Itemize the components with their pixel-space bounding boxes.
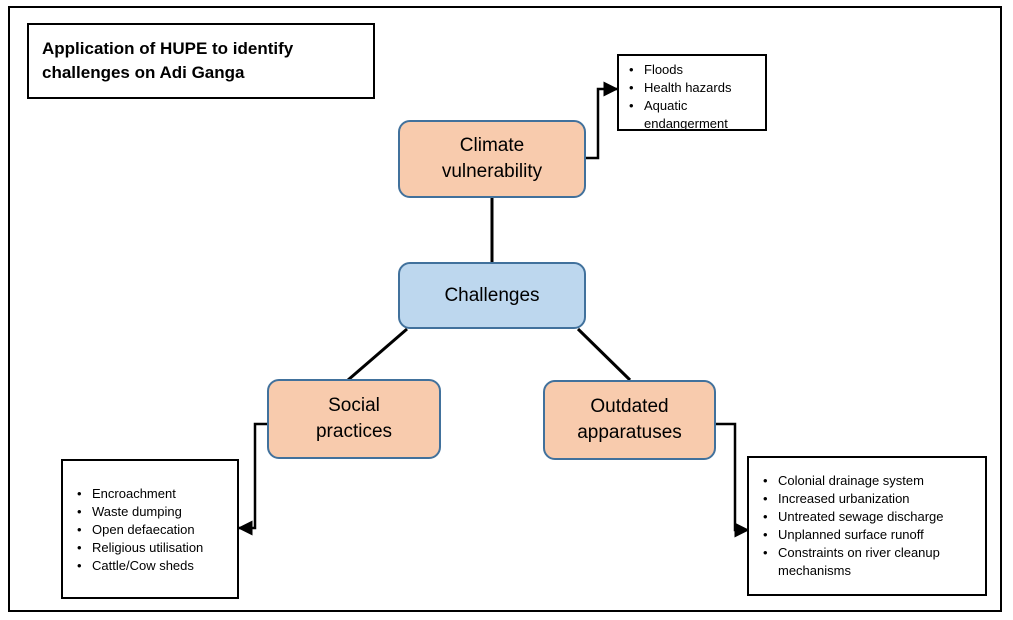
node-social-practices: Social practices (267, 379, 441, 459)
list-climate-impacts: Floods Health hazards Aquatic endangerme… (617, 54, 767, 131)
list-item: Encroachment (73, 485, 231, 503)
list-item: Religious utilisation (73, 539, 231, 557)
list-outdated-apparatuses: Colonial drainage system Increased urban… (747, 456, 987, 596)
connector-challenges-outdated (576, 327, 632, 382)
list-item: Untreated sewage discharge (759, 508, 979, 526)
node-outdated-line-2: apparatuses (577, 422, 682, 443)
arrow-social-list (237, 422, 267, 536)
node-outdated-line-1: Outdated (590, 396, 669, 417)
node-outdated-apparatuses: Outdated apparatuses (543, 380, 716, 460)
title-line-1: Application of HUPE to identify (42, 39, 294, 58)
list-social-practices: Encroachment Waste dumping Open defaecat… (61, 459, 239, 599)
connector-challenges-social (347, 327, 408, 382)
node-social-line-2: practices (315, 421, 393, 442)
node-climate-line-1: Climate (459, 135, 525, 156)
arrow-climate-list (586, 81, 619, 160)
node-social-line-1: Social (328, 395, 380, 416)
list-item: Constraints on river cleanup mechanisms (759, 544, 979, 580)
arrow-outdated-list (716, 422, 750, 538)
list-item: Unplanned surface runoff (759, 526, 979, 544)
list-item: Waste dumping (73, 503, 231, 521)
list-item: Health hazards (625, 79, 759, 97)
list-item: Open defaecation (73, 521, 231, 539)
node-challenges: Challenges (398, 262, 586, 329)
diagram-title: Application of HUPE to identify challeng… (27, 23, 375, 99)
diagram-frame (8, 6, 1002, 612)
list-item: Increased urbanization (759, 490, 979, 508)
node-challenges-label: Challenges (444, 284, 540, 306)
list-item: Colonial drainage system (759, 472, 979, 490)
node-climate-line-2: vulnerability (441, 161, 543, 182)
list-item: Floods (625, 61, 759, 79)
list-item: Aquatic endangerment (625, 97, 759, 133)
node-climate-vulnerability: Climate vulnerability (398, 120, 586, 198)
list-item: Cattle/Cow sheds (73, 557, 231, 575)
title-line-2: challenges on Adi Ganga (42, 63, 245, 82)
